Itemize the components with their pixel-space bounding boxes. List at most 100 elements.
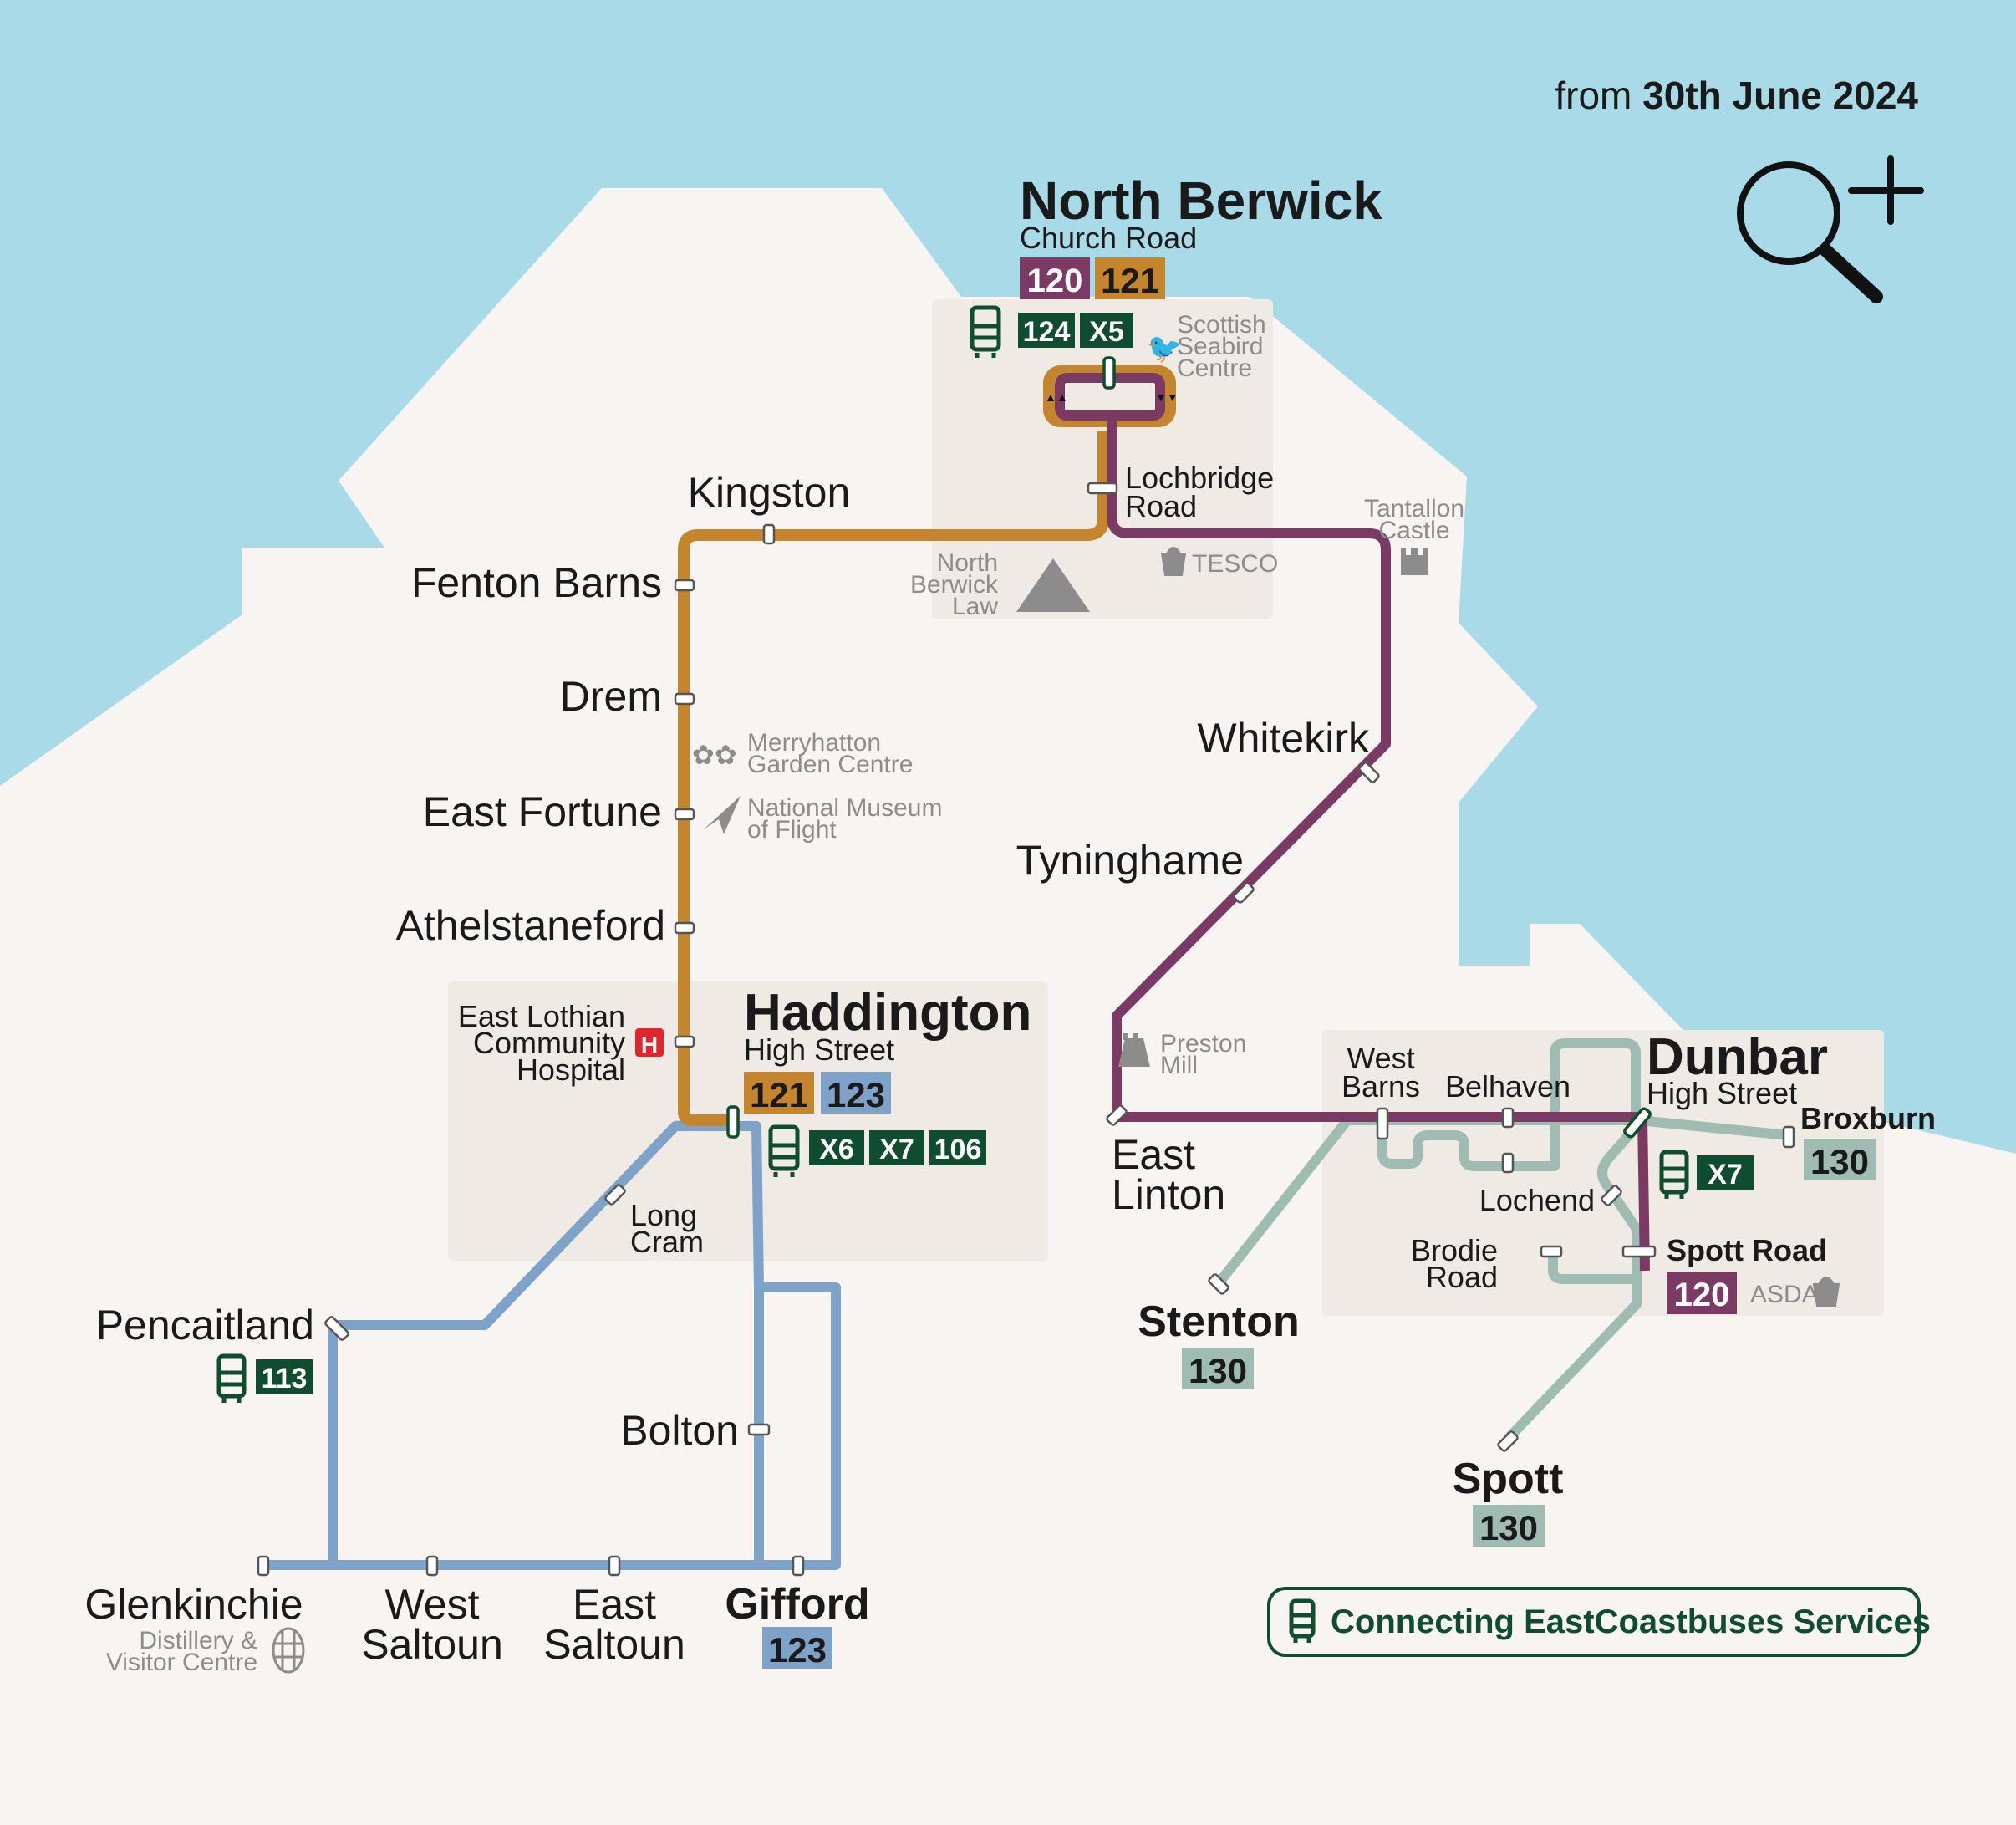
badge-120-spott-road-bg — [1667, 1272, 1737, 1314]
conn-x7: X7 — [879, 1134, 914, 1165]
stop-east-fortune[interactable] — [674, 808, 695, 821]
stop-west-saltoun[interactable] — [425, 1555, 439, 1577]
stop-fenton-barns[interactable] — [674, 579, 695, 592]
east-linton-label-2: Linton — [1112, 1171, 1225, 1218]
hub-marker-north-berwick[interactable] — [1102, 356, 1116, 390]
badge-121-haddington: 121 — [750, 1075, 808, 1114]
loop-arrows-right: ▼▼ — [1155, 390, 1179, 404]
conn-x7-dunbar-bg — [1697, 1155, 1754, 1190]
brodie-label-2: Road — [1426, 1260, 1498, 1294]
seabird-label-1: Scottish — [1177, 311, 1266, 339]
magnifier-plus-icon[interactable] — [1737, 155, 1924, 303]
stop-broxburn[interactable] — [1782, 1125, 1795, 1149]
stop-long-cram[interactable] — [604, 1184, 626, 1206]
stop-tyninghame[interactable] — [1233, 882, 1255, 904]
bolton-label: Bolton — [620, 1407, 739, 1454]
service-date: from 30th June 2024 — [1555, 74, 1918, 117]
north-berwick-stop: Church Road — [1020, 221, 1197, 255]
conn-x5: X5 — [1089, 316, 1124, 348]
preston-label-2: Mill — [1160, 1052, 1198, 1079]
conn-x6: X6 — [819, 1134, 854, 1165]
long-cram-label-1: Long — [630, 1198, 697, 1232]
stop-whitekirk[interactable] — [1358, 762, 1380, 783]
north-berwick-name: North Berwick — [1020, 171, 1382, 231]
stop-lochend[interactable] — [1601, 1185, 1622, 1206]
fenton-barns-label: Fenton Barns — [411, 559, 662, 606]
stenton-label: Stenton — [1138, 1297, 1300, 1346]
east-saltoun-label-2: Saltoun — [543, 1621, 685, 1668]
stop-stenton[interactable] — [1208, 1273, 1229, 1295]
hospital-icon — [635, 1028, 664, 1057]
conn-x5-bg — [1080, 313, 1133, 348]
badge-130-stenton-bg — [1182, 1348, 1254, 1389]
stop-belhaven-b[interactable] — [1501, 1152, 1515, 1174]
spott-road-label: Spott Road — [1667, 1233, 1827, 1267]
badge-121-haddington-bg — [744, 1072, 814, 1114]
long-cram-label-2: Cram — [630, 1225, 704, 1259]
badge-121-bg — [1095, 257, 1165, 299]
conn-124: 124 — [1023, 316, 1071, 348]
date-prefix: from — [1555, 74, 1632, 117]
plane-icon — [704, 796, 741, 834]
date-value: 30th June 2024 — [1642, 74, 1918, 117]
badge-130-spott: 130 — [1479, 1508, 1538, 1547]
bus-icon — [216, 1353, 247, 1403]
stop-glenkinchie[interactable] — [257, 1555, 270, 1577]
badge-120: 120 — [1027, 263, 1083, 299]
bus-icon — [1659, 1150, 1689, 1199]
hub-marker-dunbar[interactable] — [1623, 1107, 1652, 1139]
stop-brodie-road[interactable] — [1540, 1245, 1563, 1258]
castle-icon — [1401, 548, 1428, 575]
badge-121: 121 — [1101, 261, 1159, 300]
stop-spott[interactable] — [1497, 1430, 1519, 1452]
flower-icon: ✿✿ — [692, 740, 737, 770]
law-label-2: Berwick — [910, 571, 999, 599]
stop-gifford[interactable] — [792, 1555, 805, 1577]
stop-pencaitland[interactable] — [324, 1316, 349, 1341]
badge-130-broxburn: 130 — [1810, 1142, 1869, 1181]
stop-west-barns[interactable] — [1376, 1107, 1389, 1140]
dunbar-stop: High Street — [1647, 1076, 1797, 1110]
brodie-label-1: Brodie — [1411, 1233, 1498, 1267]
spott-label: Spott — [1453, 1455, 1564, 1503]
museum-label-1: National Museum — [747, 794, 942, 822]
conn-106-bg — [929, 1130, 986, 1165]
stop-east-linton[interactable] — [1106, 1104, 1128, 1126]
badge-123-haddington: 123 — [827, 1075, 885, 1114]
stop-markers — [257, 482, 1795, 1577]
east-linton-label-1: East — [1112, 1131, 1195, 1178]
west-saltoun-label-1: West — [385, 1581, 480, 1628]
east-saltoun-label-1: East — [573, 1581, 656, 1628]
stop-lochbridge-road[interactable] — [1087, 482, 1118, 495]
asda-label: ASDA — [1750, 1281, 1819, 1308]
stop-spott-road[interactable] — [1621, 1245, 1657, 1258]
badge-123-gifford: 123 — [768, 1630, 827, 1670]
kingston-label: Kingston — [688, 469, 851, 516]
conn-x7-bg — [869, 1130, 924, 1165]
dunbar-name: Dunbar — [1647, 1028, 1828, 1086]
merryhatton-label-2: Garden Centre — [747, 751, 913, 778]
merryhatton-label-1: Merryhatton — [747, 729, 881, 757]
stop-kingston[interactable] — [762, 523, 776, 545]
hospital-icon-letter: H — [641, 1032, 658, 1058]
lochbridge-label-1: Lochbridge — [1125, 461, 1274, 495]
badge-130-spott-bg — [1473, 1505, 1545, 1547]
badge-120-spott-road: 120 — [1674, 1277, 1730, 1313]
glenkinchie-label: Glenkinchie — [84, 1581, 303, 1628]
conn-x7-dunbar: X7 — [1708, 1159, 1743, 1190]
hub-marker-haddington[interactable] — [726, 1105, 740, 1139]
shopping-basket-icon — [1160, 547, 1187, 576]
hospital-label-2: Community — [473, 1026, 625, 1060]
belhaven-label: Belhaven — [1445, 1069, 1571, 1104]
athelstaneford-label: Athelstaneford — [396, 902, 665, 949]
badge-130-stenton: 130 — [1189, 1351, 1247, 1390]
stop-athelstaneford[interactable] — [674, 921, 695, 935]
shopping-basket-icon — [1812, 1277, 1840, 1307]
stop-drem[interactable] — [674, 692, 695, 706]
stop-hospital[interactable] — [674, 1035, 695, 1048]
stop-east-saltoun[interactable] — [608, 1555, 621, 1577]
hospital-label-3: Hospital — [517, 1053, 625, 1087]
lochend-label: Lochend — [1479, 1183, 1595, 1217]
stop-belhaven[interactable] — [1501, 1107, 1515, 1129]
stop-bolton[interactable] — [747, 1423, 771, 1436]
